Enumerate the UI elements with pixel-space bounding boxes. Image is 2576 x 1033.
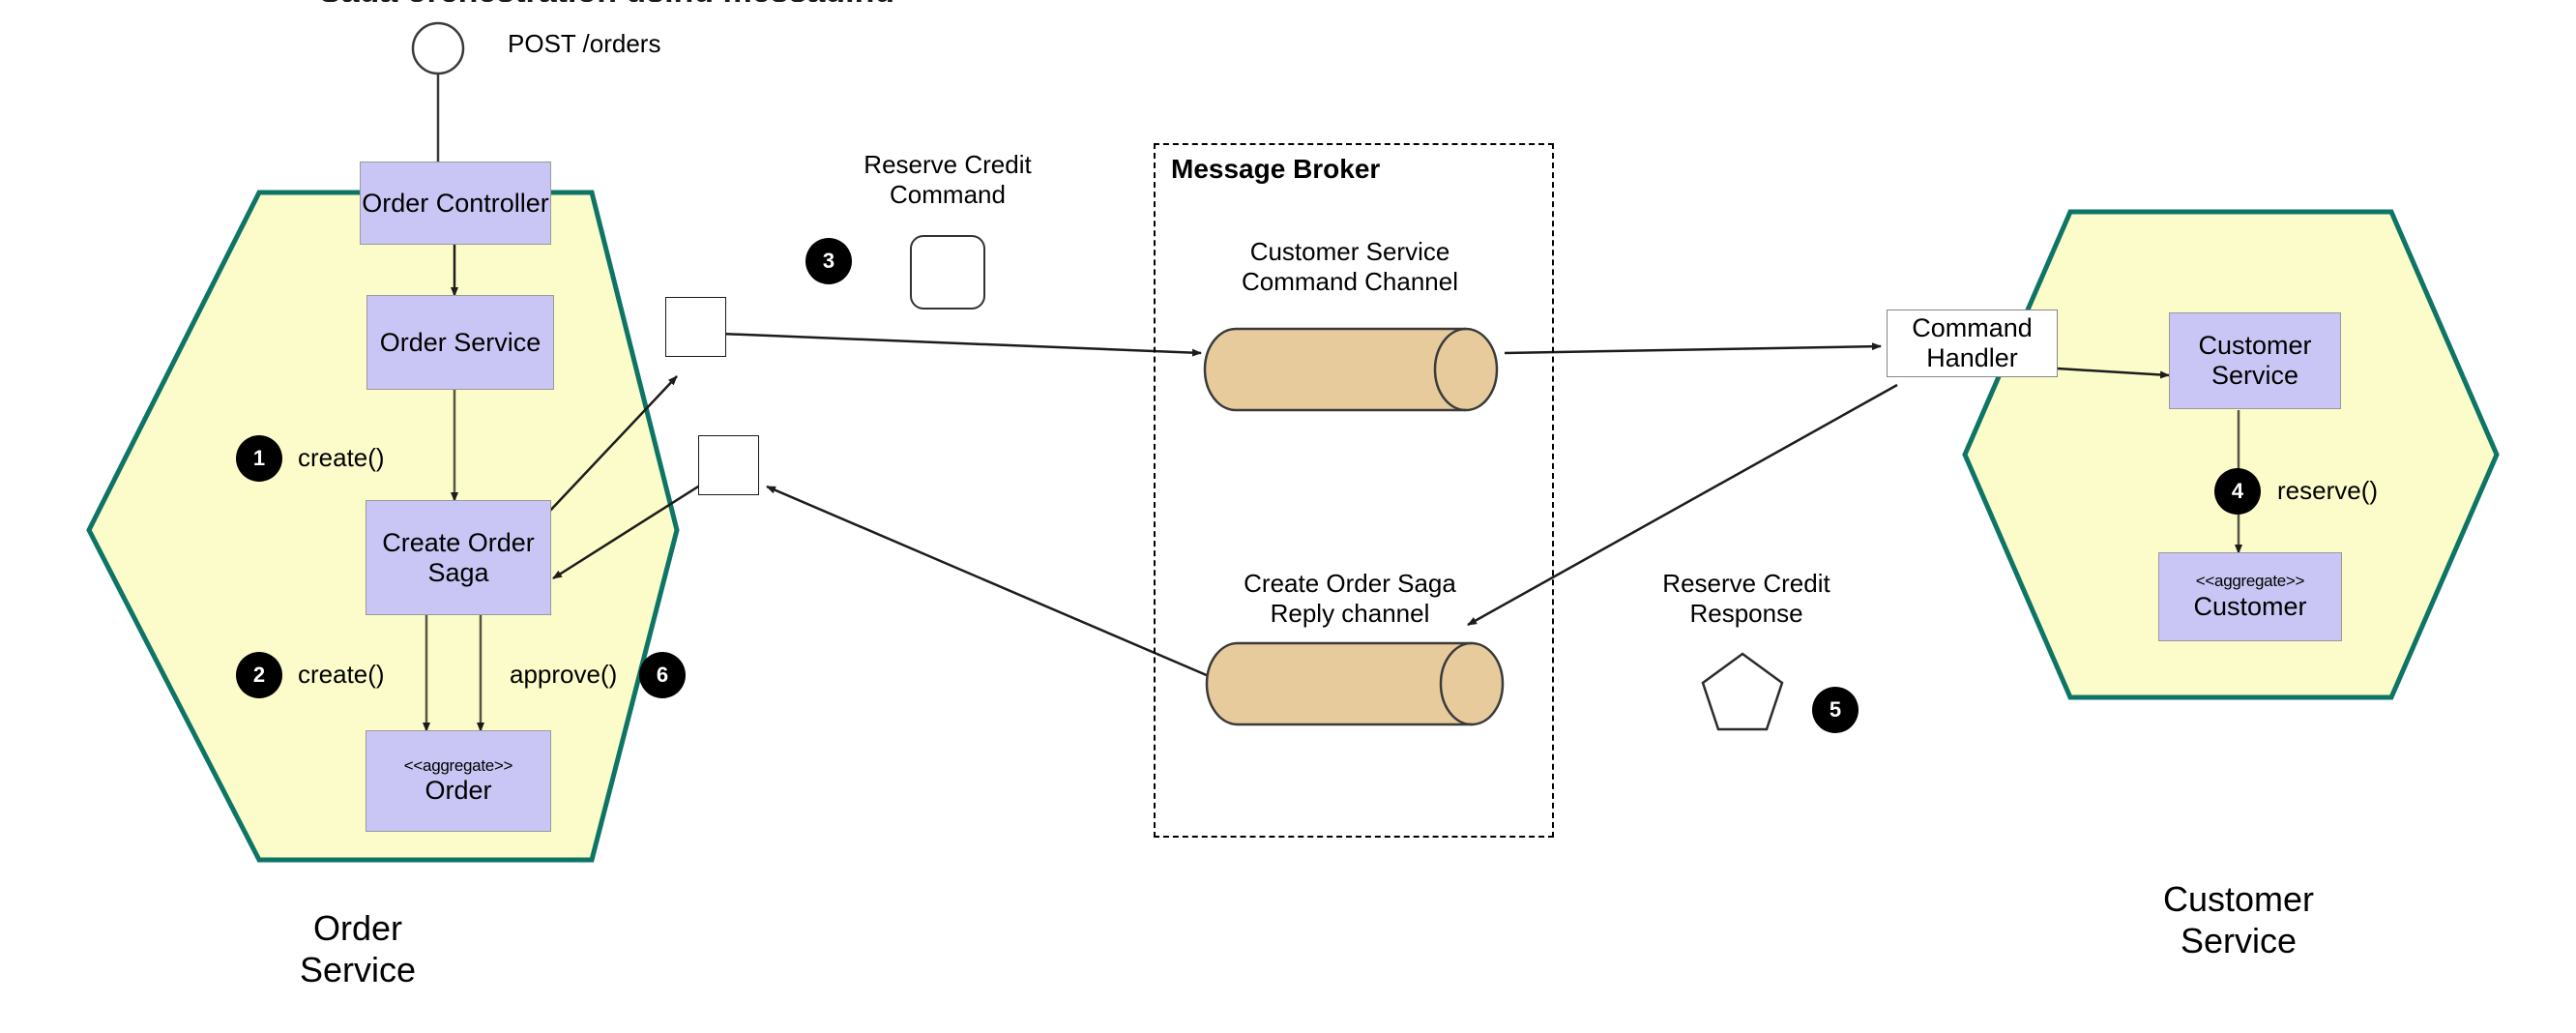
step-badge-3: 3 xyxy=(805,238,852,284)
message-consumer-port[interactable] xyxy=(698,435,759,495)
customer-aggregate-stereotype: <<aggregate>> xyxy=(2195,572,2305,591)
message-producer-port[interactable] xyxy=(665,297,726,357)
customer-aggregate-node[interactable]: <<aggregate>> Customer xyxy=(2158,552,2342,641)
order-controller-label: Order Controller xyxy=(362,188,549,218)
create-order-saga-node[interactable]: Create Order Saga xyxy=(366,500,551,615)
edge-reply-channel-to-inbound-port xyxy=(766,485,1216,681)
step-badge-1: 1 xyxy=(236,435,282,482)
order-aggregate-stereotype: <<aggregate>> xyxy=(403,755,513,775)
customer-service-region-label: Customer Service xyxy=(2162,879,2315,961)
reserve-credit-command-shape[interactable] xyxy=(910,235,985,310)
reserve-credit-response-pentagon xyxy=(1701,652,1784,731)
step-badge-2: 2 xyxy=(236,652,282,698)
step-label-1-create: create() xyxy=(298,443,385,472)
step-badge-5: 5 xyxy=(1812,687,1859,733)
page-title: Saga orchestration using messaging xyxy=(319,0,1093,2)
customer-service-node[interactable]: Customer Service xyxy=(2169,312,2341,409)
order-controller-node[interactable]: Order Controller xyxy=(360,162,551,245)
step-label-2-create: create() xyxy=(298,660,385,689)
edge-outbound-port-to-command-channel xyxy=(719,332,1202,357)
lifeline-circle-icon xyxy=(411,21,465,75)
order-aggregate-label: Order xyxy=(424,776,492,806)
step-label-4-reserve: reserve() xyxy=(2277,476,2379,505)
step-badge-6: 6 xyxy=(639,652,686,698)
customer-service-command-channel-label: Customer Service Command Channel xyxy=(1241,237,1458,297)
customer-service-label: Customer Service xyxy=(2198,331,2312,390)
create-order-saga-label: Create Order Saga xyxy=(382,527,535,587)
reserve-credit-response-label: Reserve Credit Response xyxy=(1662,569,1830,629)
command-handler-label: Command Handler xyxy=(1912,313,2033,372)
command-handler-node[interactable]: Command Handler xyxy=(1887,310,2058,377)
edge-inbound-port-to-saga xyxy=(552,480,707,580)
order-aggregate-node[interactable]: <<aggregate>> Order xyxy=(366,730,551,832)
step-label-6-approve: approve() xyxy=(510,660,618,689)
message-broker-frame xyxy=(1154,143,1554,838)
order-service-label: Order Service xyxy=(379,327,542,357)
reserve-credit-command-label: Reserve Credit Command xyxy=(864,150,1032,210)
customer-aggregate-label: Customer xyxy=(2193,591,2307,621)
edge-saga-to-outbound-port xyxy=(547,375,678,514)
create-order-saga-reply-channel-label: Create Order Saga Reply channel xyxy=(1244,569,1456,629)
edge-command-handler-to-customer-service xyxy=(2057,367,2170,379)
edge-command-channel-to-command-handler xyxy=(1504,342,1882,355)
order-service-node[interactable]: Order Service xyxy=(366,295,554,390)
order-service-region-label: Order Service xyxy=(299,908,417,990)
post-orders-label: POST /orders xyxy=(508,29,661,58)
message-broker-title: Message Broker xyxy=(1171,154,1381,184)
step-badge-4: 4 xyxy=(2214,468,2261,515)
